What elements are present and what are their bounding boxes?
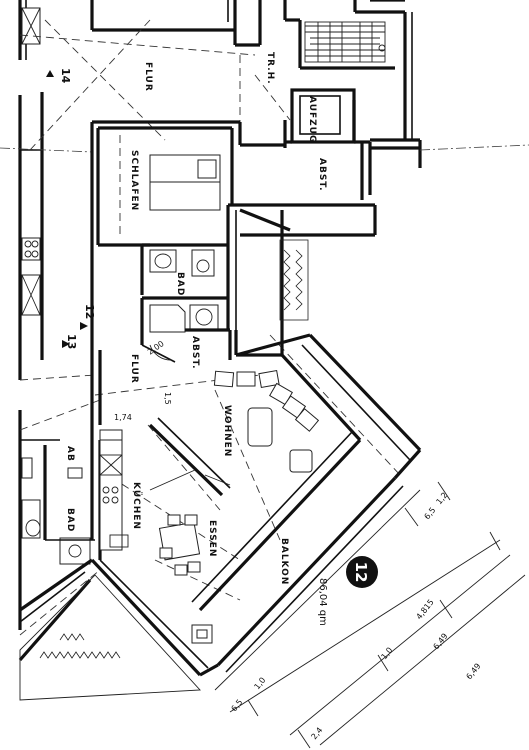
apartment-walls bbox=[18, 120, 422, 677]
room-bad-upper: BAD bbox=[175, 272, 185, 296]
top-walls bbox=[90, 0, 529, 200]
marker-14-label: 14 bbox=[59, 68, 72, 84]
marker-13-arrow bbox=[62, 340, 70, 348]
dim-7: 6,49 bbox=[464, 662, 482, 682]
dim-4: 6,49 bbox=[431, 632, 449, 652]
dim-9: 1,0 bbox=[252, 676, 267, 692]
section-markers bbox=[46, 70, 88, 348]
dimension-lines bbox=[214, 481, 526, 749]
marker-13-label: 13 bbox=[65, 334, 78, 349]
dim-3: 1,5 bbox=[163, 392, 172, 405]
roof-hatch bbox=[19, 574, 201, 701]
marker-14-arrow bbox=[46, 70, 54, 77]
room-flur-top: FLUR bbox=[143, 62, 153, 92]
left-edge-walls bbox=[18, 0, 95, 630]
room-aufzug: AUFZUG bbox=[307, 96, 317, 143]
unit-area: 86,04 qm bbox=[317, 578, 328, 626]
unit-number-badge bbox=[346, 556, 378, 588]
unit-number: 12 bbox=[352, 562, 370, 583]
dim-5: 4,815 bbox=[414, 598, 435, 622]
room-abst-top: ABST. bbox=[317, 158, 327, 192]
room-balkon: BALKON bbox=[279, 538, 289, 585]
room-essen: ESSEN bbox=[207, 520, 217, 557]
room-tr-h: TR.H. bbox=[265, 52, 275, 85]
room-schlafen: SCHLAFEN bbox=[129, 150, 139, 211]
dim-12: 1,2 bbox=[434, 491, 449, 507]
furniture bbox=[149, 369, 320, 576]
room-wohnen: WOHNEN bbox=[222, 405, 232, 457]
marker-12-arrow bbox=[80, 322, 88, 330]
room-bad-left: BAD bbox=[65, 508, 75, 532]
room-abst-mid: ABST. bbox=[190, 336, 200, 370]
room-ab: AB bbox=[65, 446, 75, 462]
room-kuechen: KÜCHEN bbox=[131, 482, 142, 530]
unit-info: 12 86,04 qm bbox=[317, 556, 378, 626]
dim-11: 6,5 bbox=[422, 506, 437, 522]
dim-6: 1,0 bbox=[379, 646, 394, 662]
dim-1: 1,74 bbox=[114, 413, 132, 422]
room-flur-mid: FLUR bbox=[129, 354, 139, 384]
marker-12-label: 12 bbox=[83, 304, 96, 319]
dim-8: 2,4 bbox=[309, 726, 324, 742]
room-labels: 14 FLUR TR.H. AUFZUG ABST. SCHLAFEN BAD … bbox=[59, 52, 327, 585]
